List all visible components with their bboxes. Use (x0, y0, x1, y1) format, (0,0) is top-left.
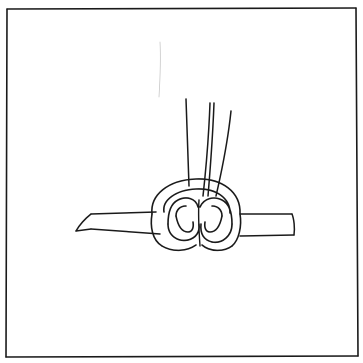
vertical-rope (186, 99, 231, 196)
right-hook (200, 198, 232, 250)
frame-border (6, 8, 358, 357)
left-hook (162, 198, 199, 250)
stray-mark (159, 42, 160, 97)
horizontal-bar (76, 212, 294, 236)
